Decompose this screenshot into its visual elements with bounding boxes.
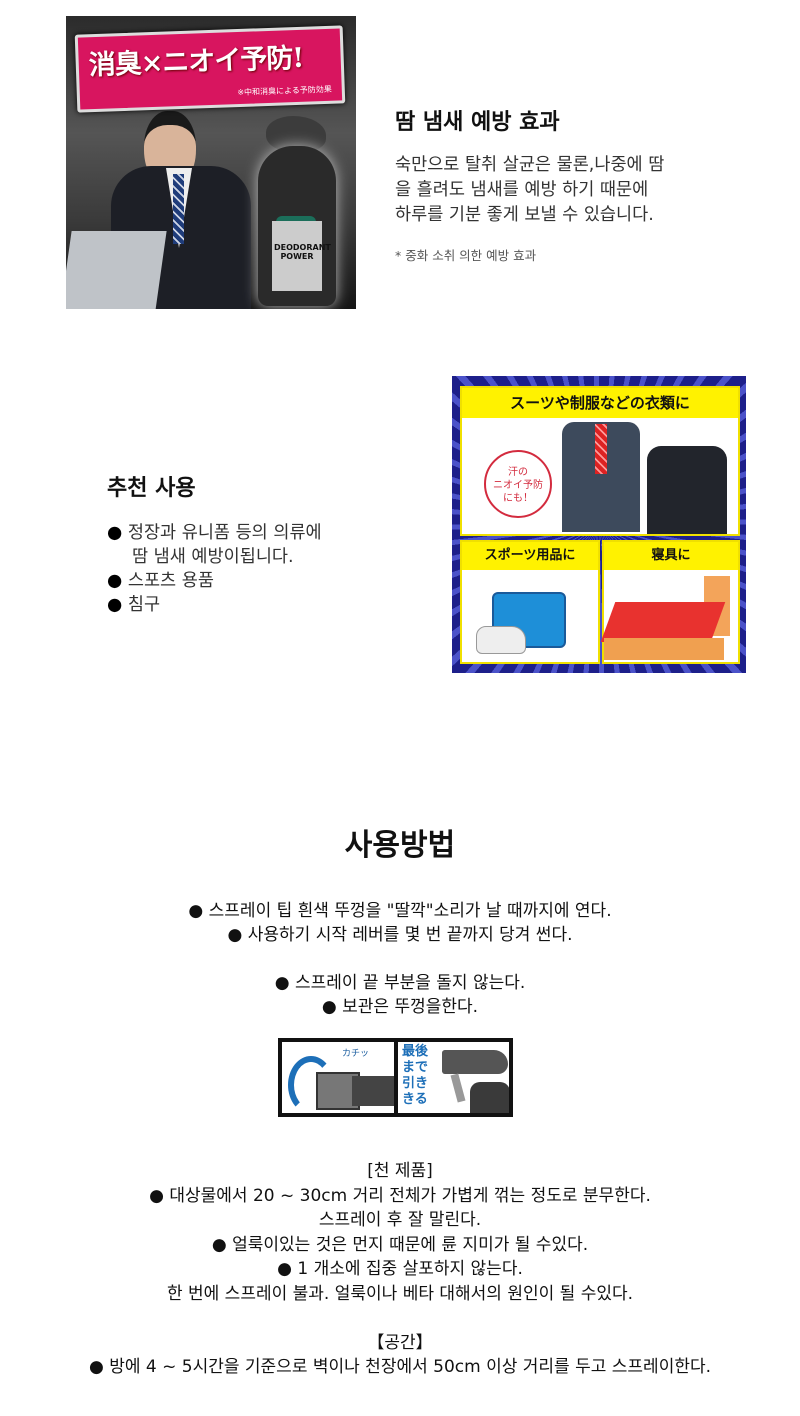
list-item: ● 스포츠 용품	[107, 571, 214, 591]
tie	[173, 174, 184, 244]
cloth-line: ● 1 개소에 집중 살포하지 않는다.	[277, 1259, 523, 1280]
cloth-line: ● 대상물에서 20 ~ 30cm 거리 전체가 가볍게 꺾는 정도로 분무한다…	[149, 1185, 651, 1206]
spray-instruction-diagram: カチッ 最後 まで 引き きる	[278, 1038, 513, 1117]
bubble-line: 汗の	[508, 467, 528, 478]
effect-body-line: 숙만으로 탈취 살균은 물론,나중에 땀	[395, 155, 665, 175]
diagram-open-cap: カチッ	[282, 1042, 394, 1113]
panel-bedding-label: 寝具に	[604, 542, 738, 570]
pull-label-line: 引き	[402, 1076, 429, 1091]
usage-line: ● 보관은 뚜껑을한다.	[321, 997, 479, 1017]
panel-sports-label: スポーツ用品に	[462, 542, 598, 570]
click-label: カチッ	[342, 1049, 370, 1059]
diagram-pull-lever: 最後 まで 引き きる	[398, 1042, 509, 1113]
usage-title: 사용방법	[344, 828, 456, 863]
cloth-line: 한 번에 스프레이 불과. 얼룩이나 베타 대해서의 원인이 될 수있다.	[166, 1283, 634, 1304]
recommended-list: ● 정장과 유니폼 등의 의류에 땀 냄새 예방이됩니다. ● 스포츠 용품 ●…	[107, 521, 322, 617]
effect-body-line: 하루를 기분 좋게 보낼 수 있습니다.	[395, 205, 654, 225]
list-item: ● 정장과 유니폼 등의 의류에	[107, 523, 322, 543]
trigger-head-drawing	[442, 1050, 508, 1074]
speech-bubble: 汗の ニオイ予防 にも！	[484, 450, 552, 518]
cloth-line: 스프레이 후 잘 말린다.	[318, 1210, 482, 1231]
bottle-neck-drawing	[470, 1082, 509, 1113]
list-item-text: 정장과 유니폼 등의 의류에	[127, 523, 322, 543]
usage-line: ● 사용하기 시작 레버를 몇 번 끝까지 당겨 썬다.	[227, 925, 573, 945]
cloth-instructions: [천 제품] ● 대상물에서 20 ~ 30cm 거리 전체가 가볍게 꺾는 정…	[0, 1159, 800, 1307]
cloth-line: ● 얼룩이있는 것은 먼지 때문에 륜 지미가 될 수있다.	[211, 1234, 589, 1255]
bubble-line: にも！	[503, 493, 533, 504]
uses-illustration: スーツや制服などの衣類に 汗の ニオイ予防 にも！ スポーツ用品に 寝具に	[452, 376, 746, 673]
list-item: ● 침구	[107, 595, 161, 615]
effect-note: * 중화 소취 의한 예방 효과	[395, 248, 537, 263]
pull-label-line: 最後	[402, 1044, 429, 1059]
panel-bedding: 寝具に	[600, 540, 740, 664]
bed-frame	[604, 638, 724, 660]
headline-banner: 消臭×ニオイ予防! ※中和消臭による予防効果	[74, 25, 346, 113]
panel-clothes-label: スーツや制服などの衣類に	[462, 388, 738, 418]
tie-drawing	[595, 424, 607, 474]
cloth-heading: [천 제품]	[367, 1161, 433, 1181]
space-instructions: 【공간】 ● 방에 4 ~ 5시간을 기준으로 벽이나 천장에서 50cm 이상…	[0, 1331, 800, 1379]
rotate-arrow-icon	[288, 1056, 334, 1113]
effect-body-line: 을 흘려도 냄새를 예방 하기 때문에	[395, 180, 649, 200]
space-heading: 【공간】	[367, 1333, 433, 1353]
pull-label-line: まで	[402, 1060, 429, 1075]
effect-body: 숙만으로 탈취 살균은 물론,나중에 땀 을 흘려도 냄새를 예방 하기 때문에…	[395, 153, 664, 228]
spray-head-drawing	[352, 1076, 394, 1106]
usage-group-2: ● 스프레이 끝 부분을 돌지 않는다. ● 보관은 뚜껑을한다.	[0, 971, 800, 1019]
list-item-text: 침구	[127, 595, 161, 615]
sneakers-drawing	[476, 626, 526, 654]
usage-line: ● 스프레이 끝 부분을 돌지 않는다.	[274, 973, 526, 993]
product-photo: DEODORANT POWER 消臭×ニオイ予防! ※中和消臭による予防効果	[66, 16, 356, 309]
recommended-title: 추천 사용	[107, 476, 196, 501]
laptop	[66, 231, 167, 309]
banner-headline: 消臭×ニオイ予防!	[88, 42, 304, 82]
panel-sports: スポーツ用品に	[460, 540, 600, 664]
usage-group-1: ● 스프레이 팁 흰색 뚜껑을 "딸깍"소리가 날 때까지에 연다. ● 사용하…	[0, 899, 800, 947]
pull-label-line: きる	[402, 1092, 428, 1107]
space-line: ● 방에 4 ~ 5시간을 기준으로 벽이나 천장에서 50cm 이상 거리를 …	[88, 1357, 712, 1377]
bottle-label: DEODORANT POWER	[272, 221, 331, 291]
trigger-lever-drawing	[450, 1073, 466, 1103]
banner-subtext: ※中和消臭による予防効果	[237, 84, 332, 98]
bed-blanket	[600, 602, 726, 642]
list-item-text: 스포츠 용품	[127, 571, 214, 591]
bubble-line: ニオイ予防	[493, 480, 543, 491]
pull-label: 最後 まで 引き きる	[402, 1044, 428, 1108]
list-item-continuation: 땀 냄새 예방이됩니다.	[132, 547, 294, 567]
effect-title: 땀 냄새 예방 효과	[395, 110, 560, 135]
panel-clothes: スーツや制服などの衣類に 汗の ニオイ予防 にも！	[460, 386, 740, 536]
school-uniform-drawing	[647, 446, 727, 534]
sports-bag-drawing	[492, 592, 566, 648]
usage-line: ● 스프레이 팁 흰색 뚜껑을 "딸깍"소리가 날 때까지에 연다.	[188, 901, 612, 921]
